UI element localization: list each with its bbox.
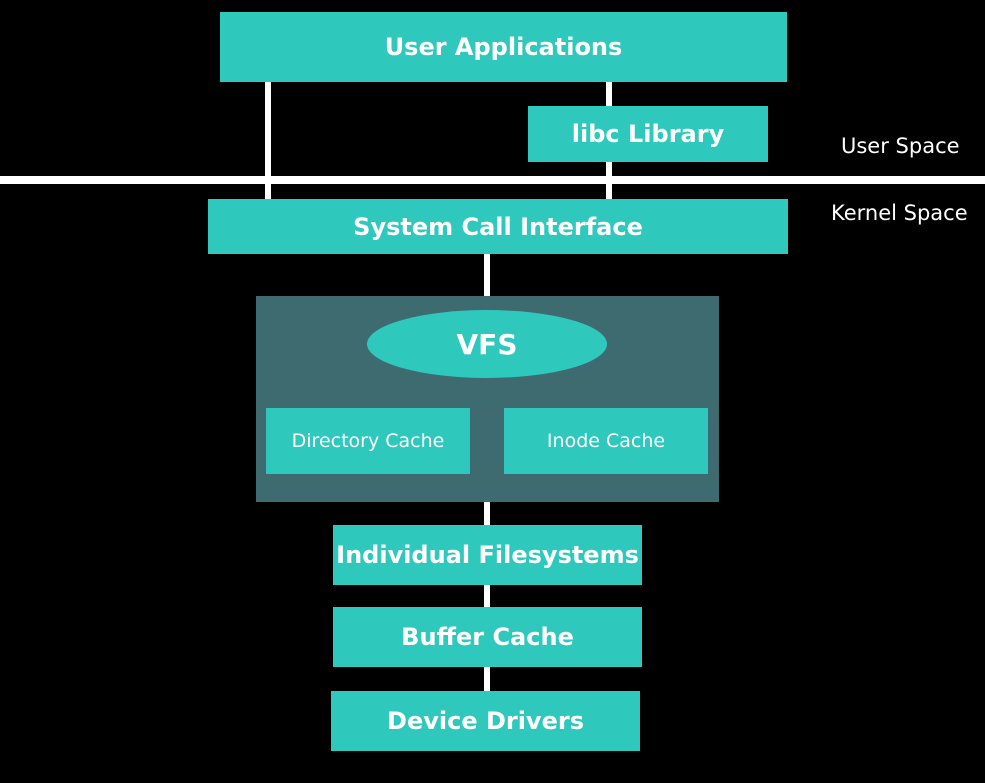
device-drivers-box: Device Drivers (331, 691, 640, 751)
individual-filesystems-label: Individual Filesystems (336, 541, 639, 569)
directory-cache-box: Directory Cache (266, 408, 470, 474)
connector-filesystems-to-buffer-cache (484, 583, 490, 609)
user-applications-label: User Applications (384, 33, 623, 61)
kernel-space-label: Kernel Space (831, 201, 968, 225)
user-applications-box: User Applications (220, 12, 787, 82)
device-drivers-label: Device Drivers (387, 707, 584, 735)
system-call-interface-box: System Call Interface (208, 199, 788, 254)
vfs-node: VFS (367, 310, 607, 378)
buffer-cache-box: Buffer Cache (333, 607, 642, 667)
connector-buffer-cache-to-device-drivers (484, 665, 490, 693)
libc-library-label: libc Library (571, 120, 725, 148)
vfs-panel: VFS Directory Cache Inode Cache (256, 296, 719, 502)
system-call-interface-label: System Call Interface (353, 212, 643, 241)
directory-cache-label: Directory Cache (291, 430, 445, 452)
individual-filesystems-box: Individual Filesystems (333, 525, 642, 585)
buffer-cache-label: Buffer Cache (401, 623, 574, 651)
inode-cache-box: Inode Cache (504, 408, 708, 474)
connector-user-apps-to-libc (606, 80, 612, 108)
user-kernel-boundary-line (0, 176, 985, 184)
libc-library-box: libc Library (528, 106, 768, 162)
inode-cache-label: Inode Cache (546, 430, 666, 452)
connector-vfs-to-filesystems (484, 499, 490, 527)
connector-user-apps-to-syscall (265, 80, 271, 202)
user-space-label: User Space (841, 134, 960, 158)
vfs-label: VFS (456, 327, 518, 361)
connector-syscall-to-vfs (484, 252, 490, 298)
